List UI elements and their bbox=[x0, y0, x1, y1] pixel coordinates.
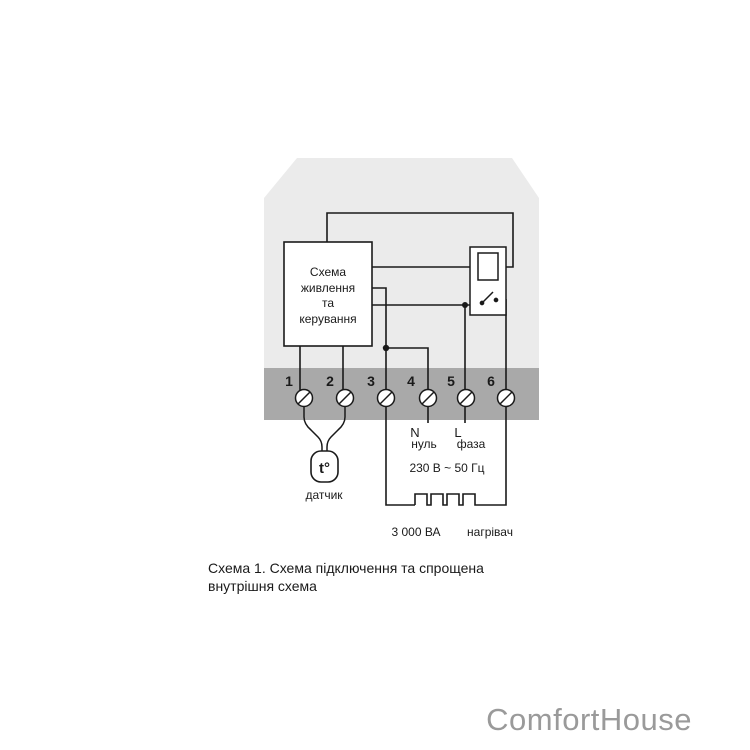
sensor-label: датчик bbox=[305, 488, 343, 502]
heater-element bbox=[414, 493, 477, 506]
relay bbox=[469, 246, 507, 316]
supply-label: 230 В ~ 50 Гц bbox=[409, 461, 484, 475]
terminal-number-2: 2 bbox=[326, 373, 334, 389]
terminal-screw-2 bbox=[335, 388, 355, 408]
neutral-letter: N bbox=[410, 425, 419, 440]
power-label: 3 000 ВА bbox=[392, 525, 441, 539]
control-block-line2: живлення bbox=[301, 281, 355, 295]
control-block-line4: керування bbox=[299, 312, 356, 326]
caption-line-1: Схема 1. Схема підключення та спрощена bbox=[208, 560, 484, 576]
brand-watermark: ComfortHouse bbox=[486, 702, 692, 737]
terminal-screw-5 bbox=[456, 388, 476, 408]
neutral-label: нуль bbox=[411, 437, 437, 451]
terminal-number-4: 4 bbox=[407, 373, 415, 389]
terminal-number-5: 5 bbox=[447, 373, 455, 389]
terminal-screw-4 bbox=[418, 388, 438, 408]
external-wiring bbox=[385, 406, 507, 506]
terminal-number-6: 6 bbox=[487, 373, 495, 389]
terminal-screw-6 bbox=[496, 388, 516, 408]
terminal-screw-3 bbox=[376, 388, 396, 408]
terminal-numbers: 1 2 3 4 5 6 bbox=[285, 373, 495, 389]
terminal-screws bbox=[294, 388, 516, 408]
junction-dot bbox=[382, 344, 390, 352]
terminal-screw-1 bbox=[294, 388, 314, 408]
heater-label: нагрівач bbox=[467, 525, 513, 539]
terminal-number-3: 3 bbox=[367, 373, 375, 389]
figure-caption: Схема 1. Схема підключення та спрощена в… bbox=[208, 559, 484, 595]
terminal-number-1: 1 bbox=[285, 373, 293, 389]
sensor-icon bbox=[310, 450, 339, 483]
control-block bbox=[283, 241, 373, 347]
control-block-line1: Схема bbox=[310, 265, 346, 279]
sensor-wiring bbox=[303, 406, 346, 451]
phase-letter: L bbox=[454, 425, 461, 440]
caption-line-2: внутрішня схема bbox=[208, 578, 317, 594]
phase-label: фаза bbox=[457, 437, 486, 451]
control-block-line3: та bbox=[322, 296, 334, 310]
junction-dot bbox=[462, 302, 468, 308]
sensor-symbol: t° bbox=[319, 460, 330, 477]
